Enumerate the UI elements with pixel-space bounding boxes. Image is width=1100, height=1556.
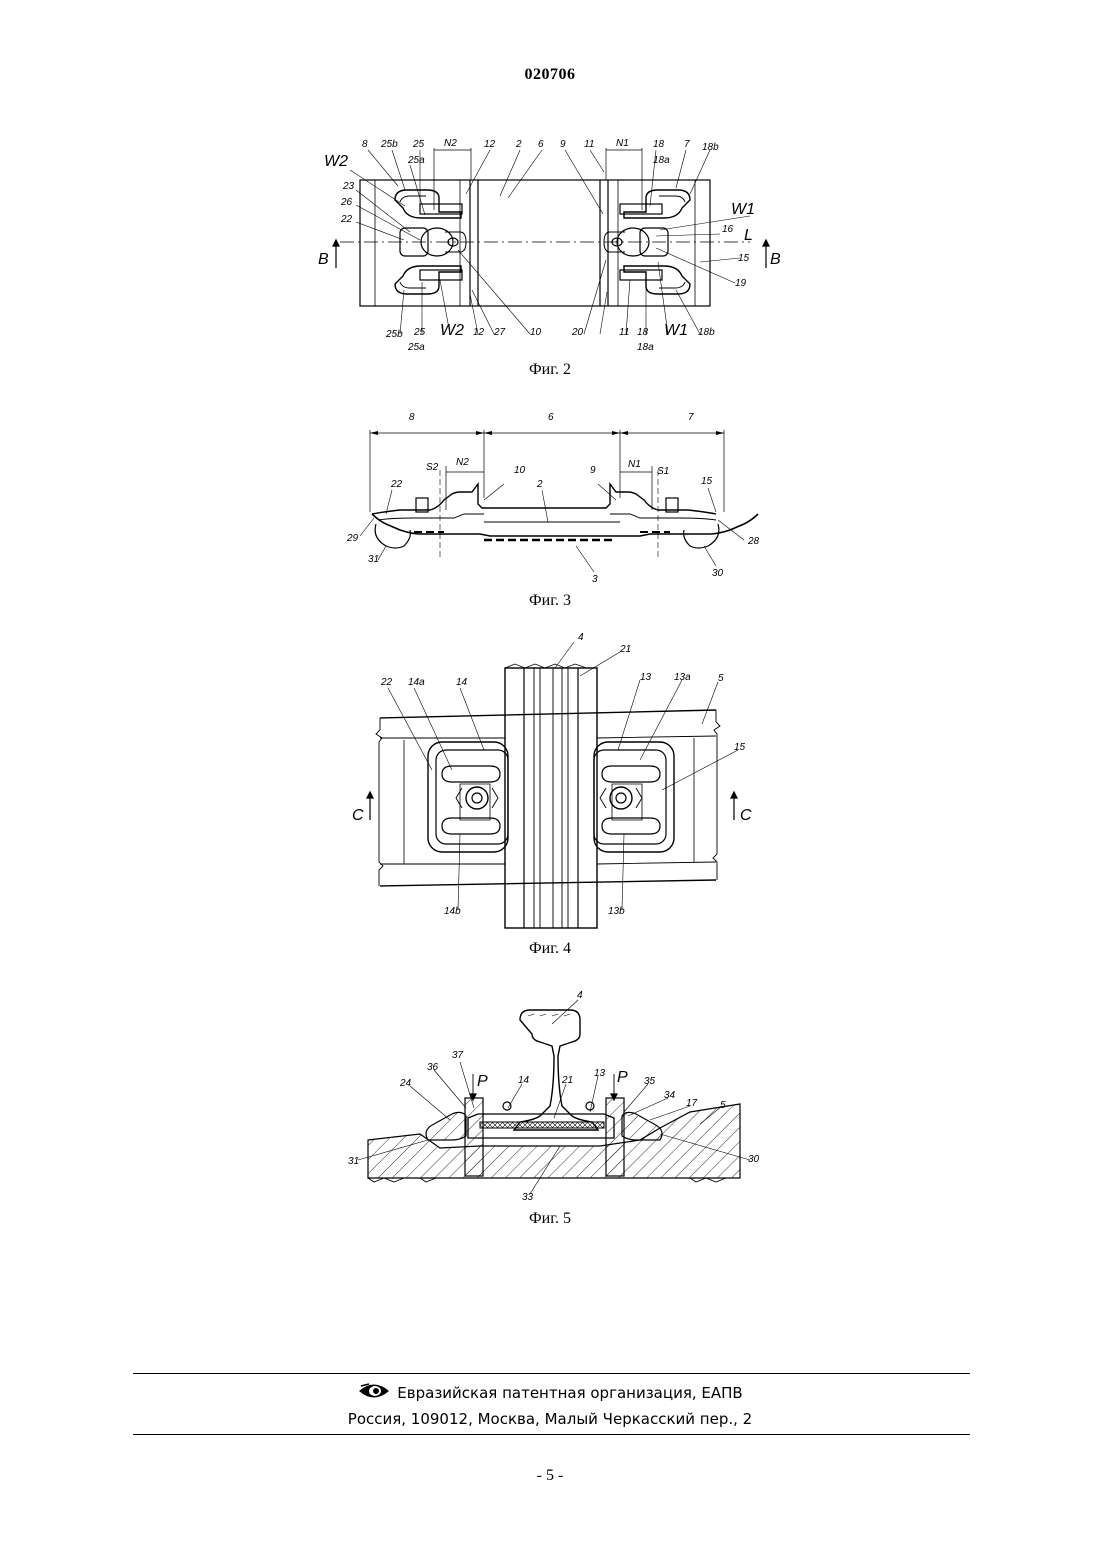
fig5-label-35: 35 (644, 1076, 656, 1087)
footer-bottom-rule (133, 1434, 970, 1435)
fig5-label-31: 31 (348, 1156, 359, 1167)
fig5-label-5: 5 (720, 1100, 726, 1111)
footer-organization-name: Евразийская патентная организация, ЕАПВ (397, 1384, 742, 1402)
fig5-label-13: 13 (594, 1068, 606, 1079)
eapo-logo-icon (357, 1382, 391, 1404)
footer-top-rule (133, 1373, 970, 1374)
fig5-label-P-left: P (477, 1073, 488, 1090)
footer-address: Россия, 109012, Москва, Малый Черкасский… (0, 1410, 1100, 1428)
fig5-label-30: 30 (748, 1154, 760, 1165)
fig5-label-36: 36 (427, 1062, 439, 1073)
fig5-label-33: 33 (522, 1192, 534, 1203)
figure-5-caption: Фиг. 5 (0, 1210, 1100, 1228)
fig5-label-21: 21 (561, 1075, 573, 1086)
figure-5-drawing: 4 24 36 37 P 14 21 13 P 35 34 17 5 31 33… (0, 0, 1100, 1210)
fig5-label-4: 4 (577, 990, 583, 1001)
fig5-label-17: 17 (686, 1098, 698, 1109)
fig5-label-P-right: P (617, 1069, 628, 1086)
fig5-label-34: 34 (664, 1090, 676, 1101)
fig5-label-24: 24 (399, 1078, 412, 1089)
fig5-label-37: 37 (452, 1050, 464, 1061)
page-number: - 5 - (0, 1467, 1100, 1485)
footer-organization: Евразийская патентная организация, ЕАПВ (0, 1382, 1100, 1404)
fig5-label-14: 14 (518, 1075, 530, 1086)
